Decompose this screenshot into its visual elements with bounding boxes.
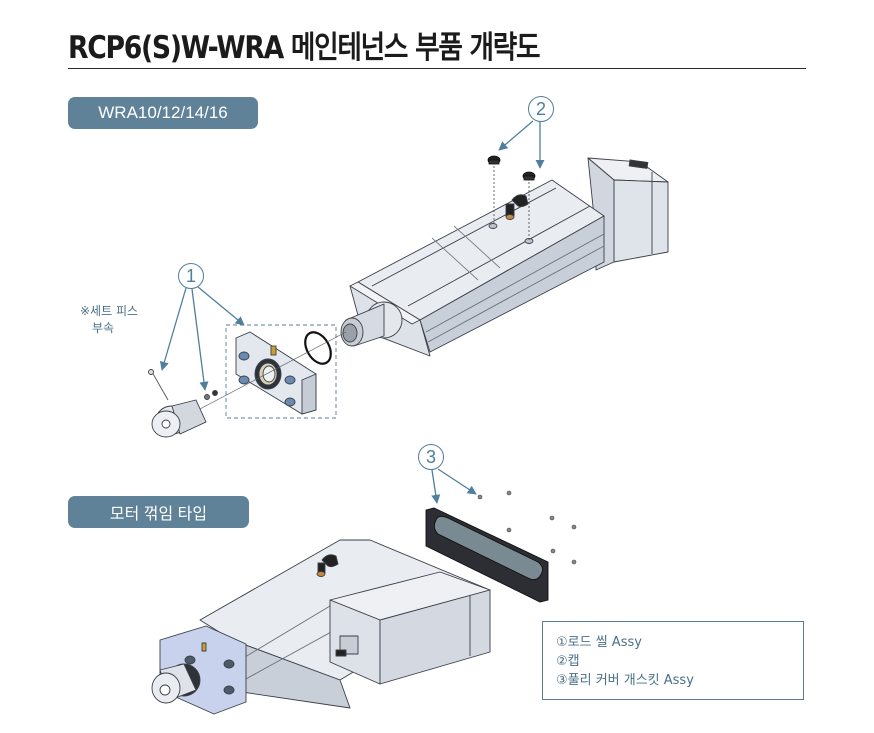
gasket-part (425, 507, 549, 603)
note-line-2: 부속 (92, 321, 115, 335)
callout-leaders (159, 120, 545, 504)
callout-1: 1 (178, 263, 204, 289)
title-divider (68, 68, 806, 69)
actuator-straight (340, 157, 669, 357)
legend-item-rod-seal: ①로드 씰 Assy (556, 635, 642, 650)
legend-item-cap: ②캡 (556, 654, 580, 669)
callout-2: 2 (528, 96, 554, 122)
section-label-motor-folded: 모터 꺾임 타입 (68, 496, 249, 528)
parts-legend: ①로드 씰 Assy ②캡 ③풀리 커버 개스킷 Assy (542, 621, 804, 700)
cap-parts (487, 155, 536, 240)
actuator-motor-folded (151, 539, 491, 715)
section-label-wra: WRA10/12/14/16 (68, 97, 258, 129)
gasket-screws (477, 490, 577, 565)
page-title: RCP6(S)W-WRA 메인테넌스 부품 개략도 (68, 30, 541, 66)
rod-seal-parts (148, 324, 347, 438)
note-line-1: ※세트 피스 (80, 304, 139, 318)
callout-3: 3 (418, 444, 444, 470)
set-piece-note: ※세트 피스 부속 (80, 303, 138, 337)
legend-item-gasket: ③풀리 커버 개스킷 Assy (556, 673, 694, 688)
